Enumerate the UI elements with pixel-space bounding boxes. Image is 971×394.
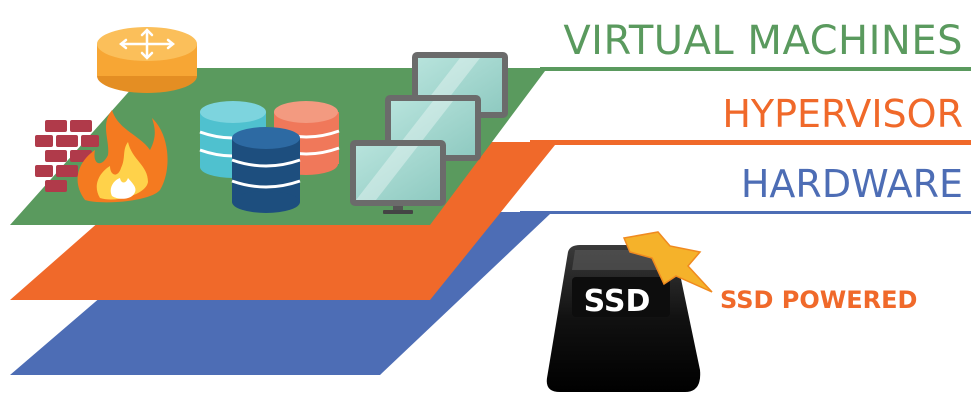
virtual-machines-line xyxy=(540,67,971,71)
ssd-powered-caption: SSD POWERED xyxy=(720,286,918,314)
hardware-line xyxy=(520,211,971,214)
ssd-drive-icon: SSD xyxy=(546,245,701,392)
ssd-chip-label: SSD xyxy=(584,284,651,319)
hypervisor-line xyxy=(530,140,971,145)
monitor-icon xyxy=(350,52,508,214)
router-icon xyxy=(97,27,197,93)
virtual-machines-label: VIRTUAL MACHINES xyxy=(563,18,963,64)
lightning-bolt-icon xyxy=(622,231,713,293)
database-icon xyxy=(199,101,340,213)
firewall-icon xyxy=(35,110,168,203)
hardware-label: HARDWARE xyxy=(740,162,963,206)
hypervisor-label: HYPERVISOR xyxy=(722,92,963,136)
